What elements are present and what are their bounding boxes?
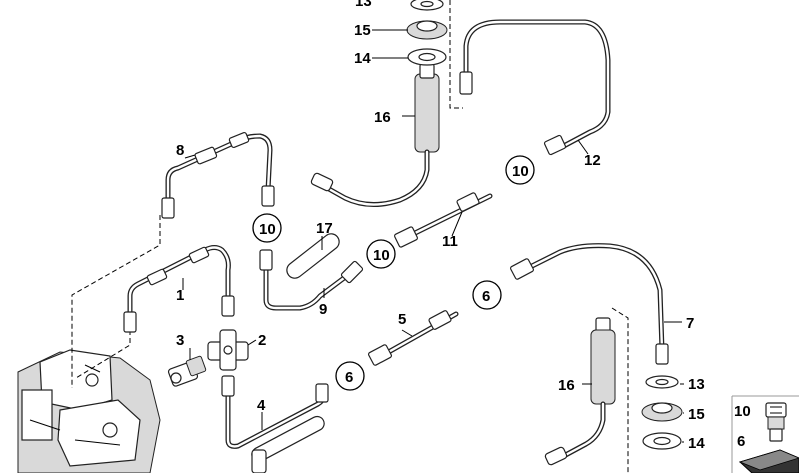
t-connector-2 bbox=[207, 329, 249, 371]
label-part-15-top: 15 bbox=[354, 22, 371, 39]
leader-lines bbox=[182, 29, 684, 443]
label-part-17: 17 bbox=[316, 220, 333, 237]
label-part-8: 8 bbox=[176, 142, 184, 159]
label-part-14-top: 14 bbox=[354, 50, 371, 67]
brake-line-12 bbox=[459, 19, 611, 156]
label-part-10-b: 10 bbox=[373, 247, 390, 264]
callout-circles bbox=[252, 155, 535, 391]
legend-label-10: 10 bbox=[734, 403, 751, 420]
grommet-stack-top bbox=[406, 0, 448, 66]
label-part-15-bottom: 15 bbox=[688, 406, 705, 423]
brake-line-8 bbox=[161, 131, 275, 219]
label-part-2: 2 bbox=[258, 332, 266, 349]
label-part-6-a: 6 bbox=[482, 288, 490, 305]
hydraulic-unit bbox=[17, 349, 161, 473]
hose-16-bottom bbox=[544, 317, 616, 466]
brake-line-11 bbox=[394, 192, 493, 248]
label-part-5: 5 bbox=[398, 311, 406, 328]
brake-line-5 bbox=[367, 310, 459, 366]
label-part-13-bottom: 13 bbox=[688, 376, 705, 393]
brake-line-9 bbox=[259, 249, 364, 311]
pressure-sensor-3 bbox=[167, 355, 207, 387]
label-part-12: 12 bbox=[584, 152, 601, 169]
label-part-3: 3 bbox=[176, 332, 184, 349]
label-part-7: 7 bbox=[686, 315, 694, 332]
label-part-4: 4 bbox=[257, 397, 266, 414]
brake-line-1 bbox=[123, 245, 235, 333]
label-part-6-b: 6 bbox=[345, 369, 353, 386]
label-part-11: 11 bbox=[442, 233, 458, 250]
label-part-10-c: 10 bbox=[512, 163, 529, 180]
brake-line-4 bbox=[221, 375, 329, 449]
protective-sleeve-17 bbox=[286, 233, 340, 279]
wedge-shim-icon bbox=[738, 449, 799, 473]
label-part-16-top: 16 bbox=[374, 109, 391, 126]
label-part-14-bottom: 14 bbox=[688, 435, 705, 452]
label-part-9: 9 bbox=[319, 301, 327, 318]
brake-line-7 bbox=[509, 243, 669, 365]
legend-label-6: 6 bbox=[737, 433, 745, 450]
grommet-stack-bottom bbox=[641, 375, 683, 450]
union-nut-icon bbox=[765, 402, 787, 442]
label-part-16-bottom: 16 bbox=[558, 377, 575, 394]
label-part-10-a: 10 bbox=[259, 221, 276, 238]
label-part-13-top: 13 bbox=[355, 0, 372, 10]
hose-16-top bbox=[310, 63, 440, 207]
small-parts-legend: 10 6 bbox=[731, 395, 799, 473]
sleeve-lower bbox=[251, 415, 325, 473]
label-part-1: 1 bbox=[176, 287, 184, 304]
